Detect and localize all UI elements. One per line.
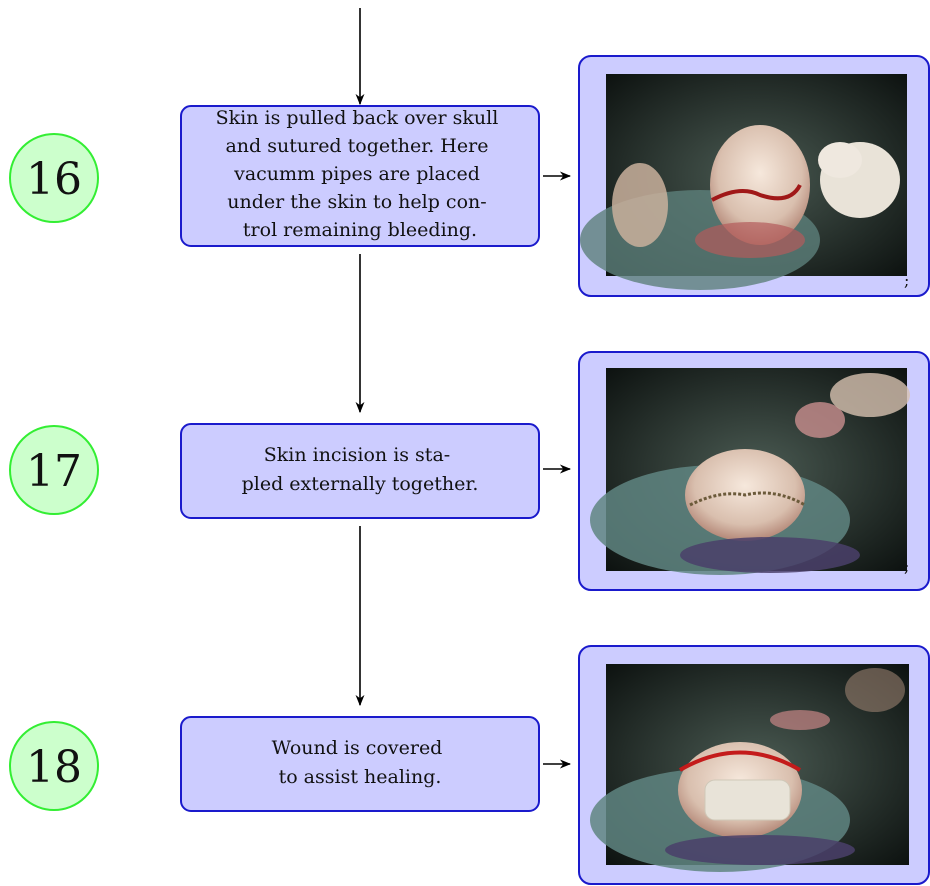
- surgery-photo: [590, 664, 909, 872]
- description-line: trol remaining bleeding.: [243, 219, 477, 241]
- photo-suffix: ;: [904, 557, 909, 576]
- step-16: 16 Skin is pulled back over skull and su…: [10, 56, 929, 296]
- description-line: Wound is covered: [272, 737, 443, 759]
- step-number: 17: [26, 446, 82, 497]
- step-description-box: [181, 424, 539, 518]
- description-line: vacumm pipes are placed: [233, 163, 480, 185]
- description-line: under the skin to help con-: [227, 191, 486, 213]
- description-line: Skin incision is sta-: [264, 444, 450, 466]
- description-line: Skin is pulled back over skull: [216, 107, 499, 129]
- step-number: 16: [26, 154, 82, 205]
- surgery-photo: [580, 74, 907, 290]
- step-description: Skin is pulled back over skull and sutur…: [216, 107, 505, 241]
- step-number: 18: [26, 742, 82, 793]
- step-18: 18 Wound is covered to assist healing.: [10, 646, 929, 884]
- description-line: and sutured together. Here: [225, 135, 488, 157]
- step-17: 17 Skin incision is sta- pled externally…: [10, 352, 929, 590]
- description-line: pled externally together.: [242, 473, 479, 495]
- description-line: to assist healing.: [279, 766, 442, 788]
- surgery-photo: [590, 368, 910, 575]
- photo-suffix: ;: [904, 271, 909, 290]
- step-description-box: [181, 717, 539, 811]
